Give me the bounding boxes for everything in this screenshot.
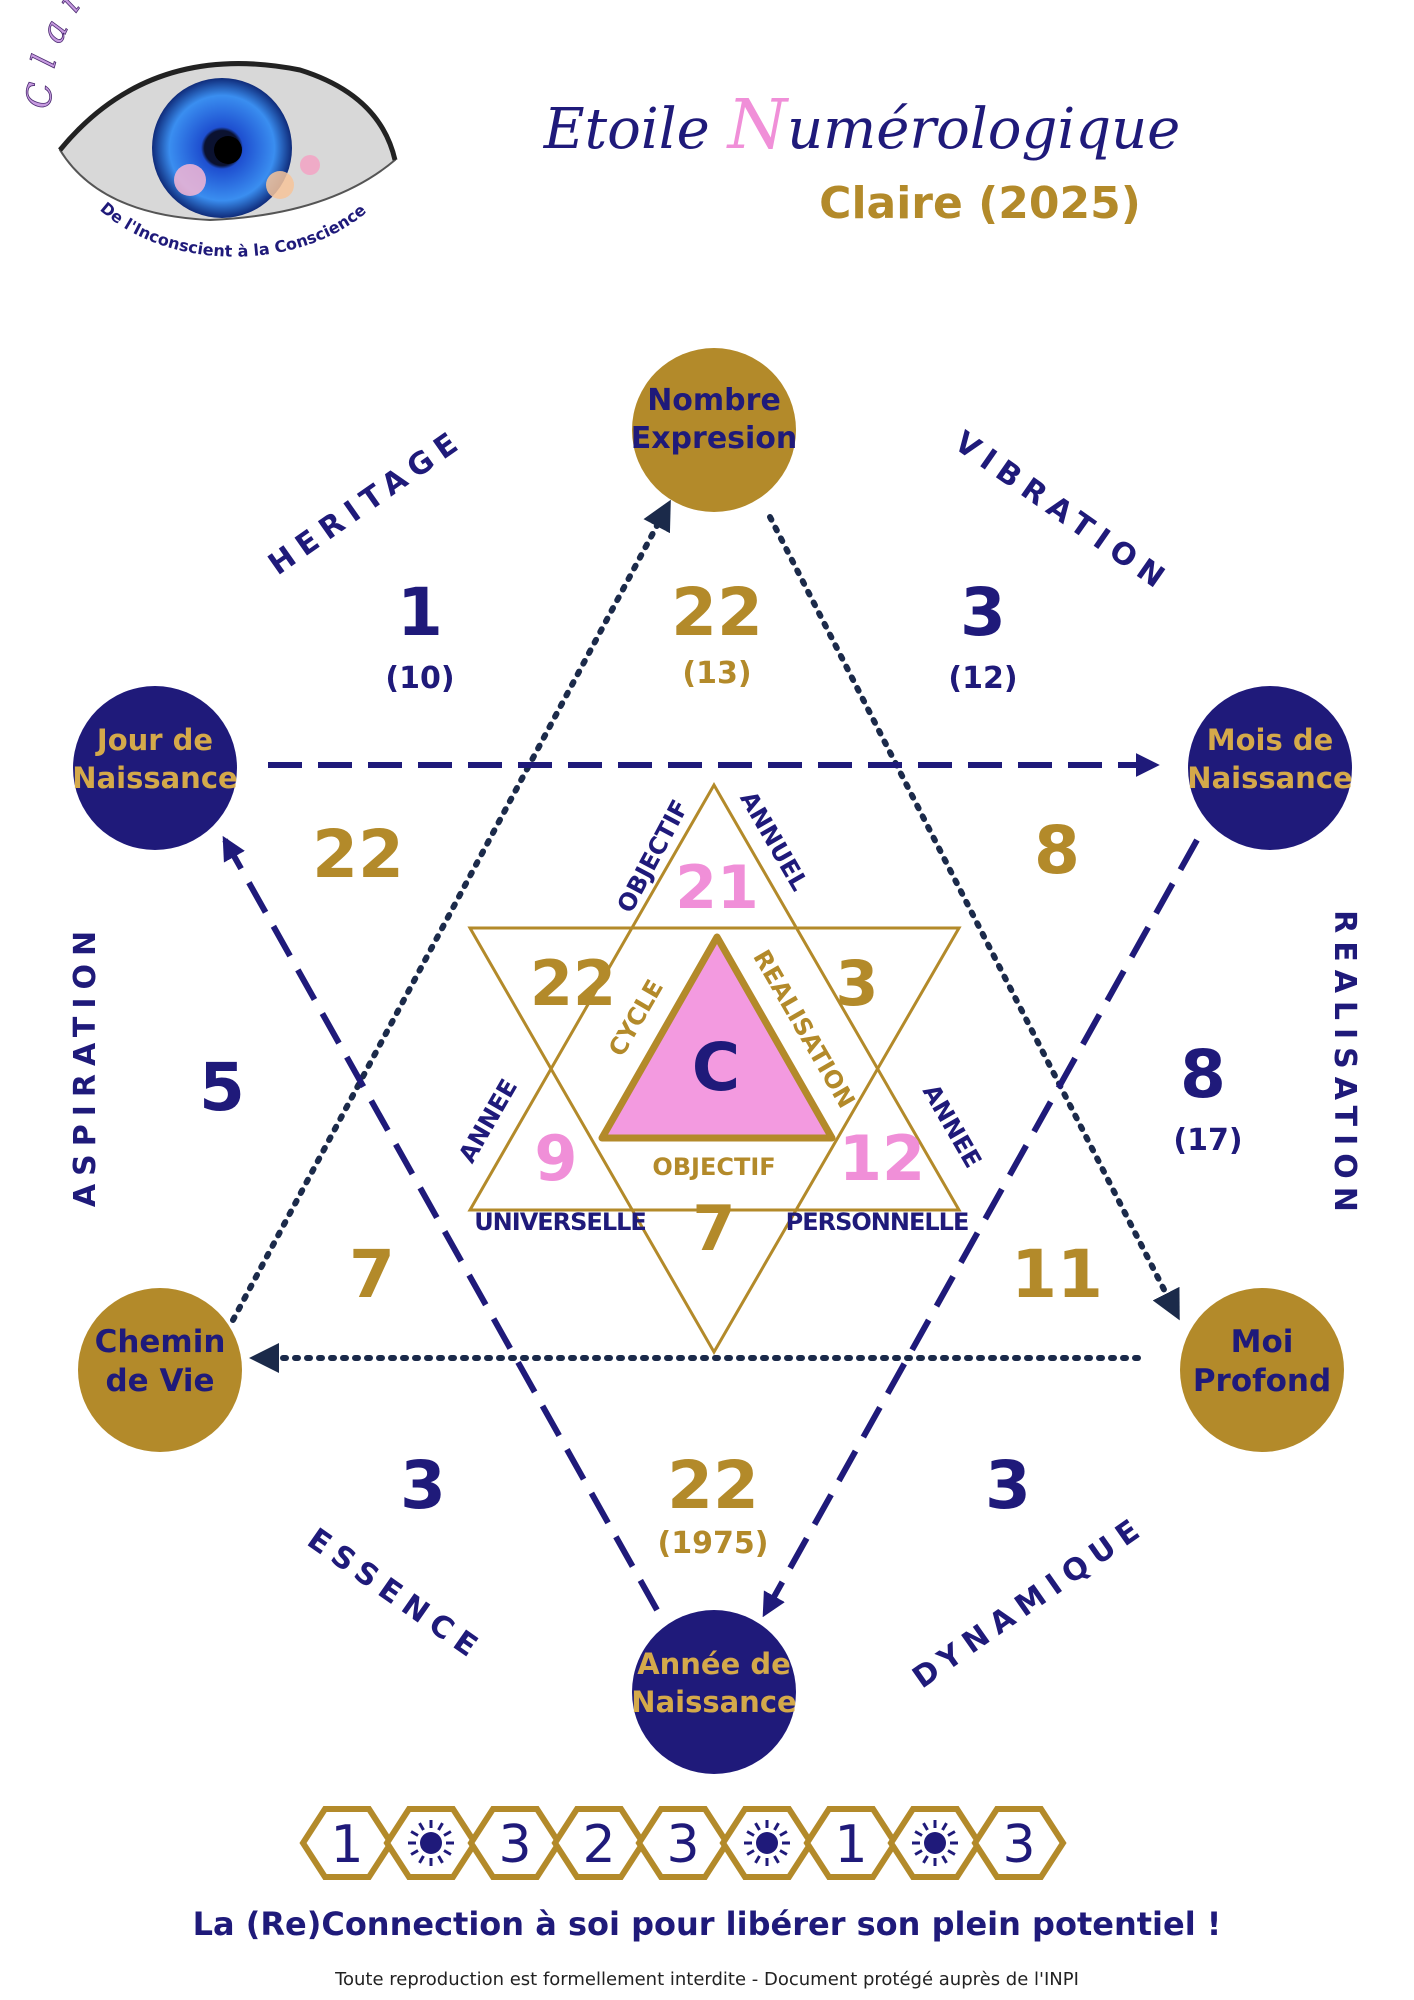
- realisation-value: 8: [1180, 1036, 1226, 1113]
- svg-text:Expresion: Expresion: [631, 421, 798, 456]
- top-value: 22: [671, 574, 763, 651]
- svg-text:Profond: Profond: [1193, 1363, 1331, 1399]
- node-annee-naissance: Année de Naissance: [631, 1610, 797, 1774]
- node-moi-profond: Moi Profond: [1180, 1288, 1344, 1452]
- label-personnelle: PERSONNELLE: [786, 1208, 969, 1236]
- sequence-number: 2: [582, 1815, 615, 1875]
- aspiration-value: 5: [199, 1049, 245, 1126]
- pupil-icon: [214, 136, 242, 164]
- label-objectif: OBJECTIF: [652, 1153, 775, 1181]
- sequence-number: 3: [498, 1815, 531, 1875]
- svg-text:Nombre: Nombre: [647, 383, 781, 418]
- inner-star-down-triangle: [467, 926, 962, 1356]
- footer-copyright: Toute reproduction est formellement inte…: [334, 1969, 1079, 1990]
- sequence-number: 3: [1002, 1815, 1035, 1875]
- svg-text:Naissance: Naissance: [72, 761, 237, 795]
- svg-text:de Vie: de Vie: [105, 1363, 214, 1399]
- page-title: Etoile Numérologique: [543, 86, 1181, 165]
- svg-text:Chemin: Chemin: [95, 1324, 226, 1360]
- vibration-sub: (12): [948, 661, 1017, 696]
- label-realisation: REALISATION: [1327, 910, 1362, 1220]
- flower-icon: [266, 171, 294, 199]
- footer-motto: La (Re)Connection à soi pour libérer son…: [193, 1905, 1222, 1943]
- bottom-value: 22: [667, 1447, 759, 1524]
- essence-value: 3: [400, 1447, 446, 1524]
- annee-personnelle-value: 12: [839, 1122, 925, 1195]
- node-jour-naissance: Jour de Naissance: [72, 686, 238, 850]
- flower-icon: [300, 155, 320, 175]
- svg-text:Mois de: Mois de: [1207, 723, 1334, 757]
- node-chemin-vie: Chemin de Vie: [78, 1288, 242, 1452]
- page-subtitle: Claire (2025): [819, 178, 1141, 229]
- node-mois-naissance: Mois de Naissance: [1187, 686, 1353, 850]
- realisation-sub: (17): [1173, 1123, 1242, 1158]
- heritage-sub: (10): [385, 661, 454, 696]
- heritage-value: 1: [397, 574, 443, 651]
- sequence-hexagon: [971, 1806, 1067, 1880]
- svg-text:Jour de: Jour de: [95, 723, 213, 757]
- sequence-number: 3: [666, 1815, 699, 1875]
- center-triangle: [598, 933, 836, 1142]
- svg-text:Naissance: Naissance: [631, 1685, 796, 1719]
- objectif-value: 7: [692, 1192, 735, 1265]
- bottom-sub: (1975): [658, 1526, 769, 1561]
- sun-icon: [912, 1820, 958, 1866]
- realisation-inner-value: 3: [835, 947, 878, 1020]
- label-aspiration: ASPIRATION: [68, 923, 103, 1207]
- sequence-number: 1: [834, 1815, 867, 1875]
- left-upper-value: 22: [312, 816, 404, 893]
- sun-icon: [408, 1820, 454, 1866]
- label-heritage: HERITAGE: [262, 422, 471, 583]
- dynamique-value: 3: [985, 1447, 1031, 1524]
- annee-universelle-value: 9: [534, 1122, 577, 1195]
- cycle-value: 22: [530, 947, 616, 1020]
- right-upper-value: 8: [1034, 812, 1080, 889]
- label-dynamique: DYNAMIQUE: [906, 1509, 1152, 1696]
- objectif-annuel-value: 21: [675, 853, 759, 923]
- svg-text:Naissance: Naissance: [1187, 761, 1352, 795]
- flower-icon: [174, 164, 206, 196]
- sun-icon: [744, 1820, 790, 1866]
- right-lower-value: 11: [1011, 1236, 1103, 1313]
- center-letter: C: [692, 1029, 740, 1106]
- logo: Claire Un1ogo De l'Inconscient à la Cons…: [19, 0, 398, 261]
- top-sub: (13): [682, 656, 751, 691]
- sequence-number: 1: [330, 1815, 363, 1875]
- inner-star: [467, 781, 962, 1356]
- connector-chemin-vie-to-expression: [230, 499, 671, 1323]
- label-universelle: UNIVERSELLE: [474, 1208, 646, 1236]
- node-nombre-expression: Nombre Expresion: [631, 348, 798, 512]
- left-lower-value: 7: [349, 1236, 395, 1313]
- connector-expression-to-moi-profond: [767, 514, 1180, 1321]
- svg-text:Année de: Année de: [637, 1647, 791, 1681]
- vibration-value: 3: [960, 574, 1006, 651]
- eyelid: [58, 61, 398, 161]
- svg-text:Moi: Moi: [1231, 1324, 1294, 1360]
- label-essence: ESSENCE: [301, 1522, 490, 1669]
